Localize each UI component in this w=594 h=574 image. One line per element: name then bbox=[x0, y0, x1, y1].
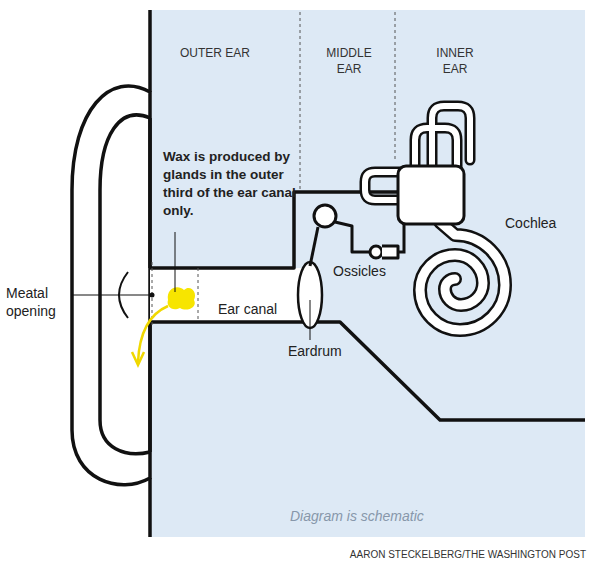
section-heading: OUTER EAR bbox=[160, 46, 270, 62]
note-text: Diagram is schematic bbox=[290, 507, 490, 525]
part-label: Ossicles bbox=[333, 262, 413, 280]
oval-window bbox=[398, 224, 404, 252]
leader-dot bbox=[150, 293, 155, 298]
section-heading: MIDDLE EAR bbox=[318, 46, 380, 77]
pinna-rim bbox=[100, 115, 150, 454]
part-label: Meatal opening bbox=[6, 284, 70, 320]
vestibule bbox=[398, 166, 464, 224]
stapes-footplate bbox=[382, 246, 398, 258]
note-text: Wax is produced by glands in the outer t… bbox=[163, 148, 303, 220]
leader-line bbox=[72, 295, 152, 296]
part-label: Cochlea bbox=[505, 214, 585, 232]
head-area bbox=[150, 10, 585, 537]
section-divider bbox=[395, 12, 396, 160]
canal-bottom-wall bbox=[150, 322, 585, 420]
part-label: Ear canal bbox=[218, 300, 298, 318]
opening-divider bbox=[198, 268, 199, 322]
credit-text: AARON STECKELBERG/THE WASHINGTON POST bbox=[250, 548, 586, 561]
leader-line bbox=[310, 300, 311, 340]
part-label: Eardrum bbox=[288, 342, 358, 360]
malleus-head bbox=[314, 205, 336, 227]
cochlea-tube bbox=[420, 222, 505, 330]
wax-arrow-head bbox=[132, 352, 144, 365]
section-divider bbox=[300, 12, 301, 190]
leader-line bbox=[175, 232, 176, 292]
stapes-head bbox=[370, 246, 382, 258]
incus bbox=[335, 222, 370, 252]
cochlea-outline bbox=[420, 222, 505, 330]
malleus-handle bbox=[310, 227, 318, 266]
section-heading: INNER EAR bbox=[425, 46, 485, 77]
ear-canal bbox=[150, 268, 310, 322]
pinna bbox=[72, 86, 150, 485]
earwax bbox=[168, 287, 195, 309]
